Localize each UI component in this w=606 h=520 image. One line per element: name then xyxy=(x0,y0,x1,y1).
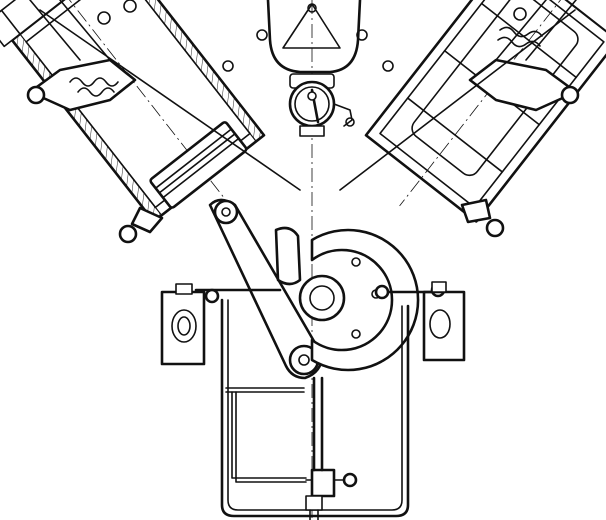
diagonal-struts xyxy=(39,9,576,191)
oil-pump xyxy=(305,376,358,520)
left-valve-gear xyxy=(26,0,137,112)
crankshaft-web xyxy=(274,226,420,372)
right-spark-plug xyxy=(460,198,505,238)
right-engine-bearer xyxy=(422,281,466,362)
distributor xyxy=(288,73,355,137)
left-spark-plug xyxy=(118,206,164,244)
left-engine-bearer xyxy=(160,283,206,366)
valley-housing xyxy=(222,0,394,520)
right-valve-gear xyxy=(468,0,580,112)
